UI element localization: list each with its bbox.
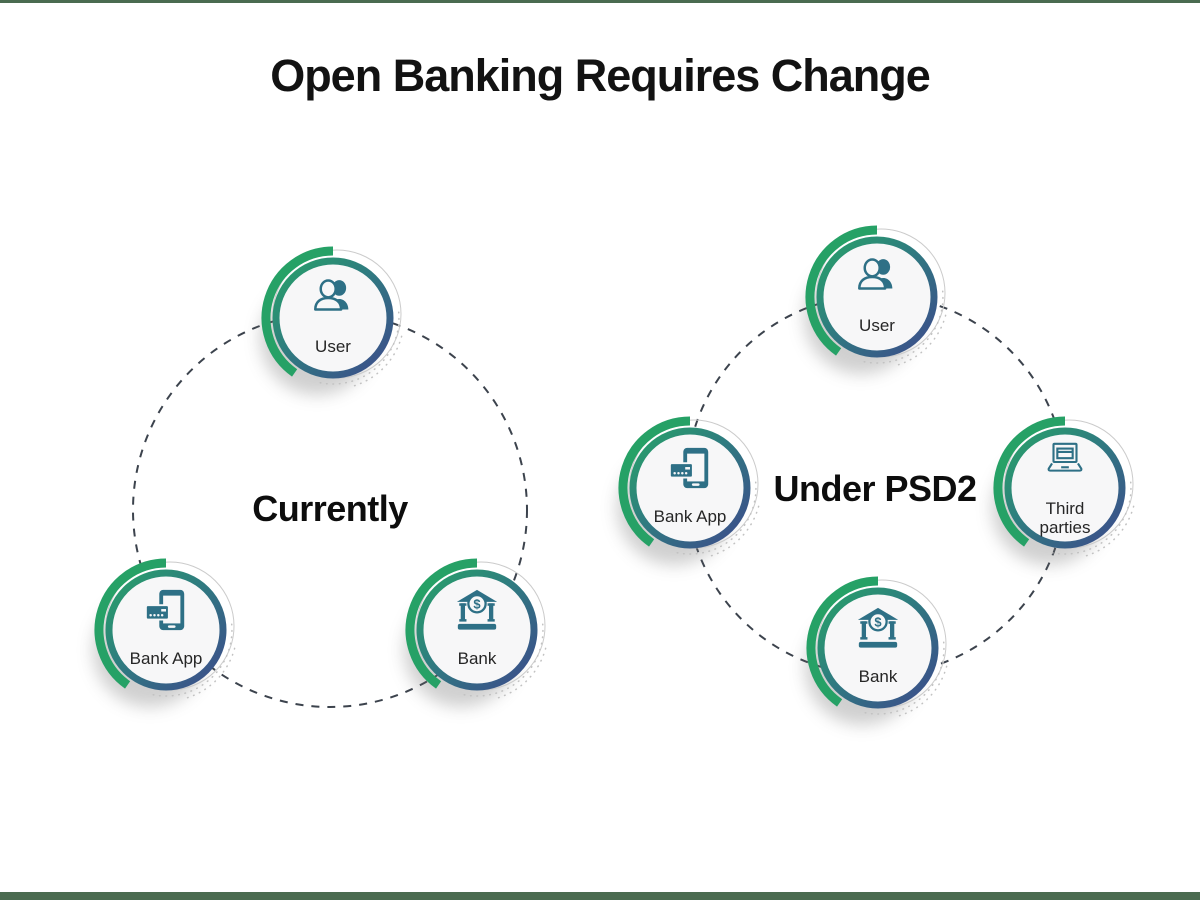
node-label: Third parties — [1039, 499, 1091, 538]
node-label: Bank — [457, 649, 497, 668]
node-bank-currently: $ Bank — [402, 557, 552, 707]
node-bank-psd2: $ Bank — [803, 575, 953, 725]
bank-icon: $ — [402, 583, 552, 637]
node-ring — [94, 558, 236, 700]
currently-label: Currently — [252, 488, 408, 529]
bottom-accent-bar — [0, 892, 1200, 900]
page-title: Open Banking Requires Change — [270, 50, 931, 101]
top-accent-bar — [0, 0, 1200, 3]
laptop-icon — [990, 435, 1140, 489]
node-label: Bank App — [129, 649, 203, 668]
node-ring — [805, 225, 947, 367]
svg-text:$: $ — [874, 615, 881, 630]
node-bank-app-psd2: Bank App — [615, 415, 765, 565]
under-psd2-label: Under PSD2 — [773, 468, 977, 509]
node-label: User — [859, 316, 895, 335]
node-ring — [261, 246, 403, 388]
users-icon — [802, 250, 952, 304]
node-label: Bank — [858, 667, 898, 686]
orbit-circle-currently — [132, 312, 528, 708]
mobile-payment-icon — [615, 441, 765, 495]
svg-text:$: $ — [473, 597, 480, 612]
node-label: Bank App — [653, 507, 727, 526]
node-ring — [806, 576, 948, 718]
bank-icon: $ — [803, 601, 953, 655]
node-ring — [405, 558, 547, 700]
node-ring — [993, 416, 1135, 558]
node-third-parties-psd2: Third parties — [990, 415, 1140, 565]
mobile-payment-icon — [91, 583, 241, 637]
node-user-currently: User — [258, 245, 408, 395]
node-label: User — [315, 337, 351, 356]
users-icon — [258, 271, 408, 325]
node-user-psd2: User — [802, 224, 952, 374]
node-bank-app-currently: Bank App — [91, 557, 241, 707]
